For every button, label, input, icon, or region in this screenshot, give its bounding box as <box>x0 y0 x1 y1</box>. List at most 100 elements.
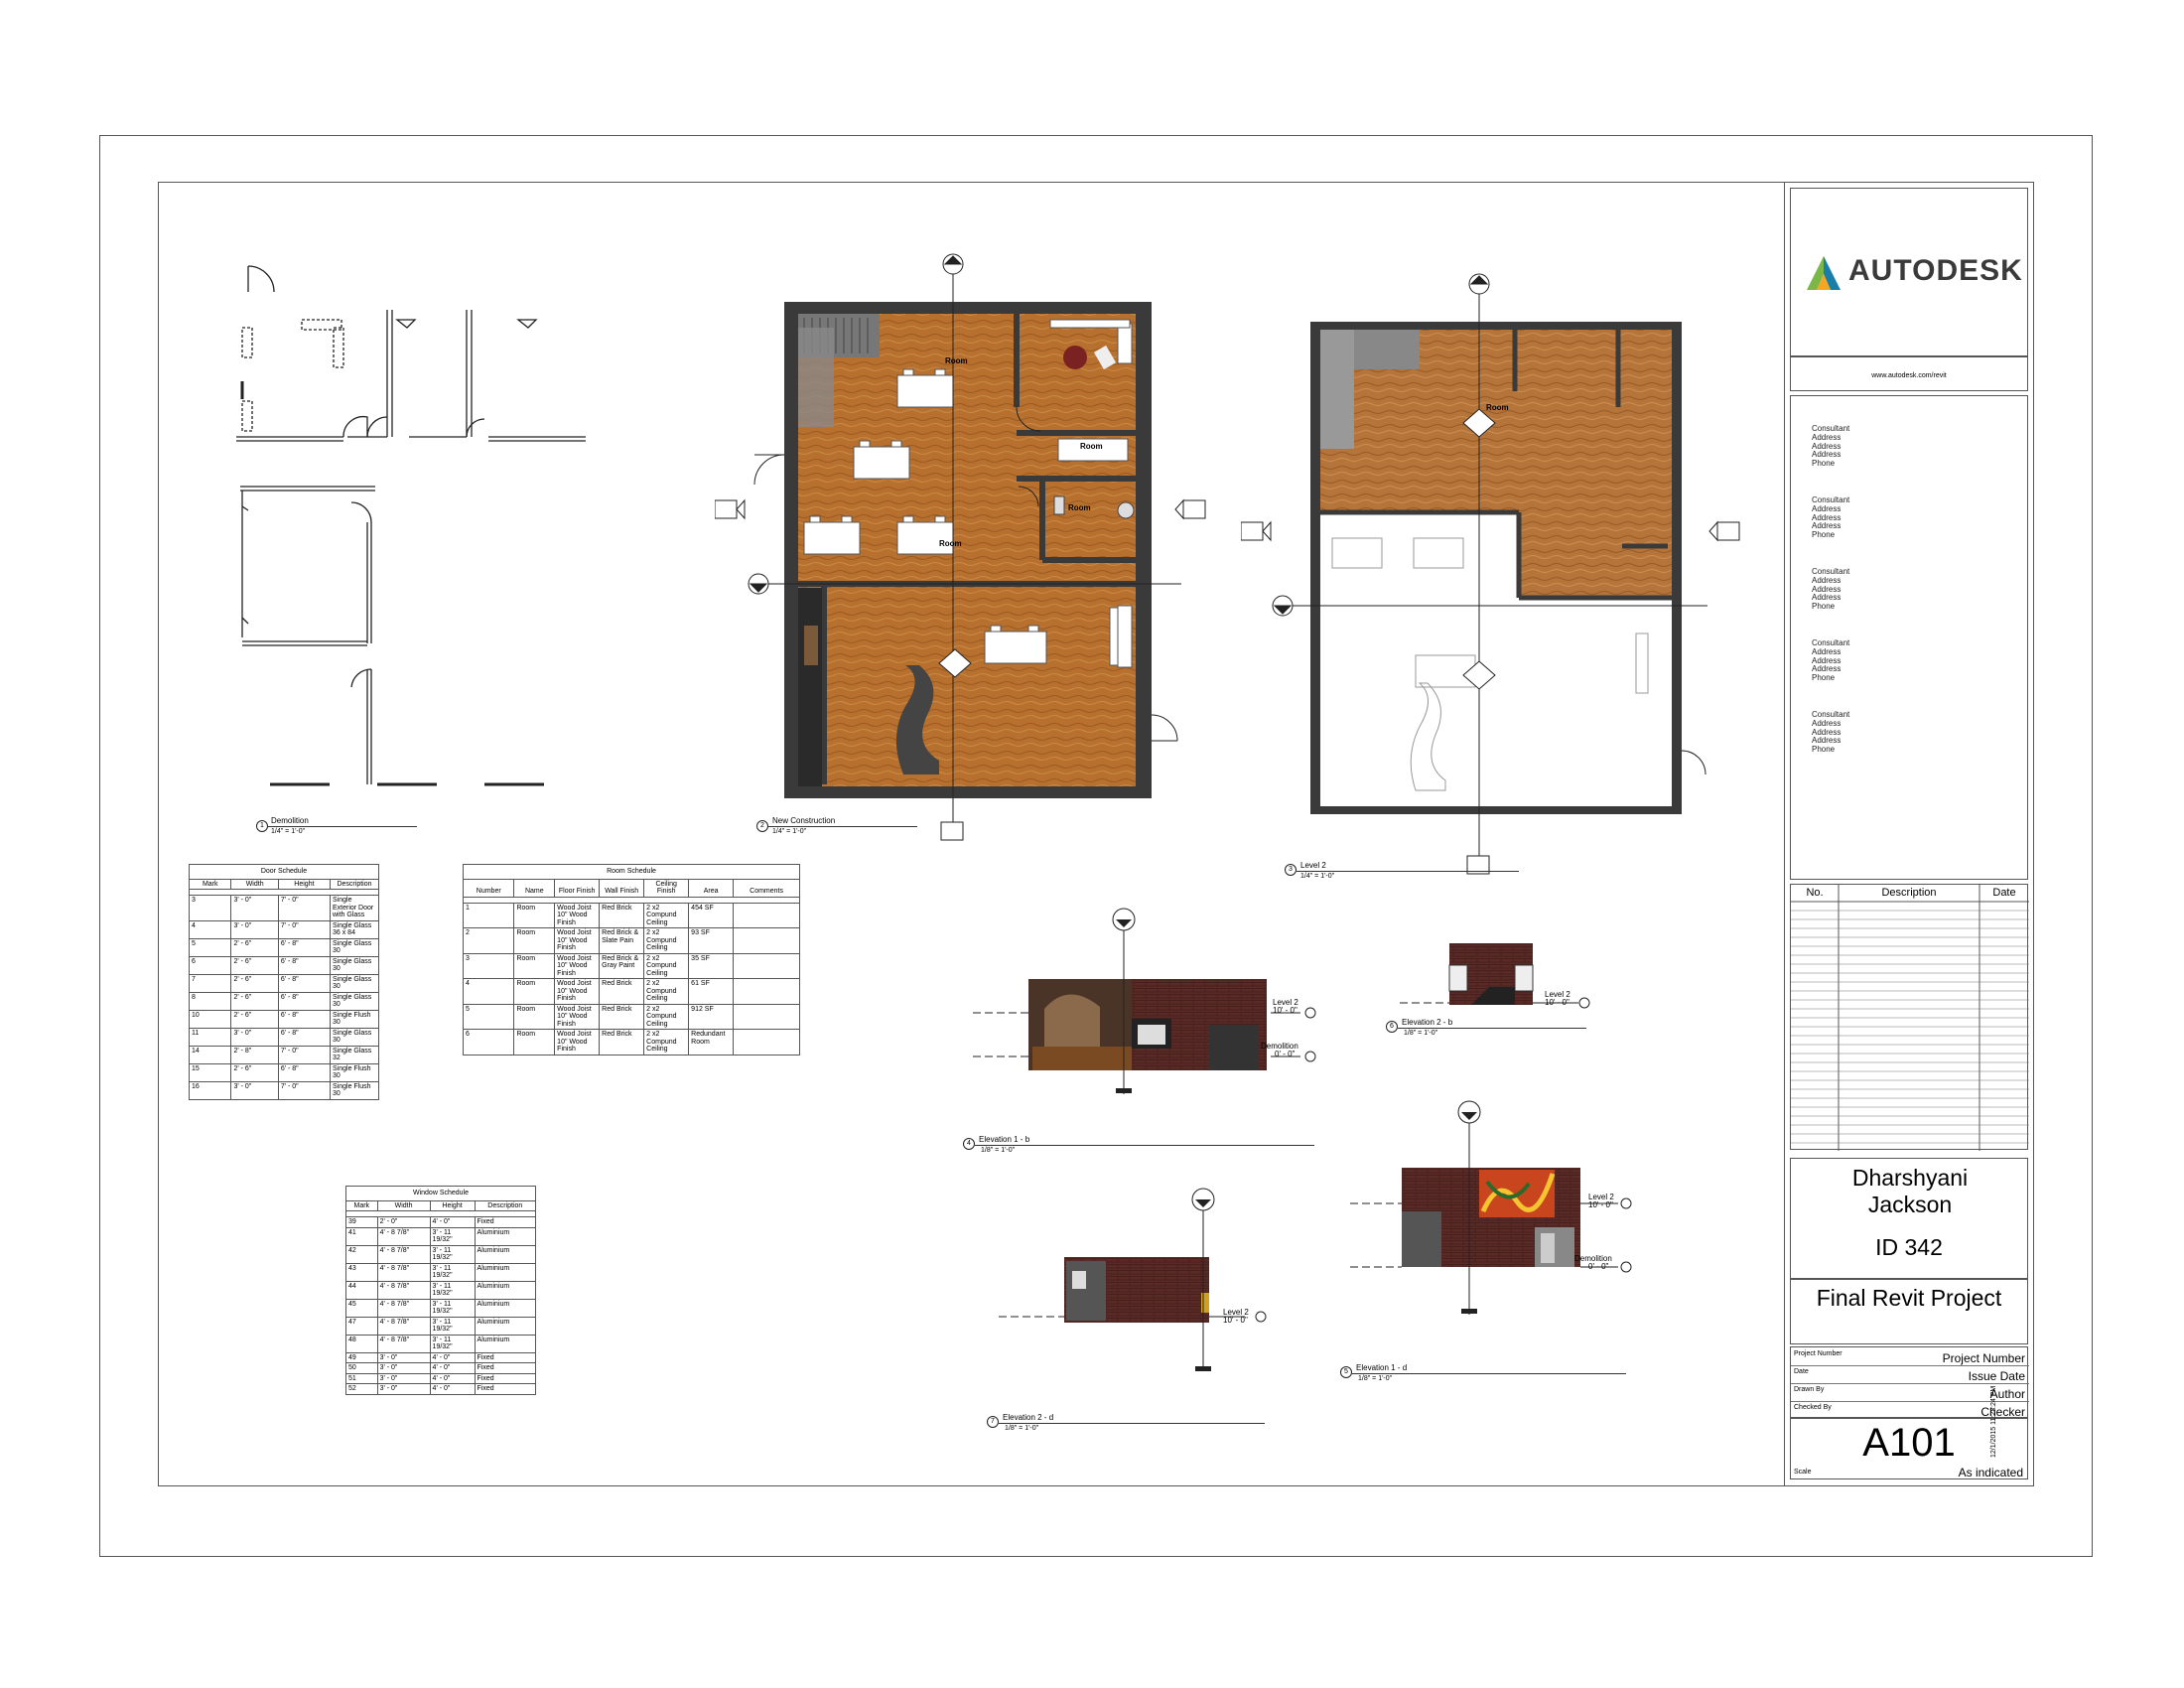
spacer-row <box>463 896 800 904</box>
table-cell: 6' - 8" <box>277 1062 332 1082</box>
spacer-row <box>189 889 379 896</box>
table-cell: Room <box>513 927 556 954</box>
column-header: Height <box>277 878 332 890</box>
table-cell: 3' - 11 19/32" <box>429 1316 476 1336</box>
view-scale: 1/4" = 1'-0" <box>772 828 807 835</box>
consultant-line: Address <box>1812 646 1842 656</box>
field-value: Project Number <box>1942 1351 2025 1365</box>
view-number: 6 <box>1386 1021 1398 1033</box>
company-name: AUTODESK <box>1848 254 2023 287</box>
table-cell: Single Glass 30 <box>330 955 379 975</box>
view-number: 7 <box>987 1416 999 1428</box>
demolition-plan <box>236 265 586 786</box>
view-number: 2 <box>756 820 768 832</box>
view-title-underline <box>1297 871 1519 872</box>
table-cell: 11 <box>188 1027 232 1047</box>
view-title: Demolition <box>271 816 309 825</box>
consultant-block: Consultant Address Address Address Phone <box>1812 638 1849 683</box>
level-2-elevation-value: 10' - 0" <box>1273 1006 1297 1015</box>
table-cell <box>733 927 800 954</box>
field-row: Checked By Checker <box>1791 1401 2029 1419</box>
student-id: ID 342 <box>1875 1234 1943 1260</box>
table-cell: Fixed <box>474 1362 537 1374</box>
consultant-line: Address <box>1812 664 1842 674</box>
door-schedule: Door Schedule Mark Width Height Descript… <box>188 864 379 1100</box>
table-cell: Fixed <box>474 1351 537 1363</box>
column-header: Comments <box>733 878 800 898</box>
table-cell: Wood Joist 10" Wood Finish <box>554 902 601 928</box>
table-cell: Single Glass 30 <box>330 1027 379 1047</box>
demolition-level-value: 0' - 0" <box>1275 1050 1296 1058</box>
table-cell: 4' - 8 7/8" <box>376 1226 431 1246</box>
column-header: Width <box>376 1199 431 1211</box>
table-cell: 4 <box>188 919 232 939</box>
room-schedule: Room Schedule Number Name Floor Finish W… <box>462 864 800 1055</box>
demolition-level-marker: Demolition <box>1574 1254 1612 1263</box>
column-header: Height <box>429 1199 476 1211</box>
view-scale: 1/4" = 1'-0" <box>271 828 306 835</box>
consultant-line: Address <box>1812 736 1842 746</box>
view-title-underline <box>268 826 417 827</box>
consultant-line: Address <box>1812 512 1842 522</box>
table-cell: 7 <box>188 973 232 993</box>
field-label: Drawn By <box>1794 1386 1825 1393</box>
consultant-name: Consultant <box>1812 567 1850 576</box>
table-cell: Red Brick <box>599 1029 645 1055</box>
consultant-line: Phone <box>1812 530 1836 540</box>
table-cell: 6' - 8" <box>277 937 332 957</box>
table-cell: 8 <box>188 991 232 1011</box>
consultant-line: Address <box>1812 593 1842 603</box>
sheet-inner-border <box>158 182 2034 1486</box>
room-tag: Room <box>939 539 962 548</box>
level-2-elevation-value: 10' - 0" <box>1223 1316 1248 1325</box>
table-cell: Red Brick <box>599 1003 645 1030</box>
table-cell: Aluminium <box>474 1226 537 1246</box>
table-cell: 50 <box>345 1362 378 1374</box>
field-row: Drawn By Author <box>1791 1383 2029 1402</box>
table-cell <box>733 978 800 1005</box>
table-cell <box>733 902 800 928</box>
table-cell: Single Flush 30 <box>330 1009 379 1029</box>
field-value: Author <box>1989 1387 2025 1401</box>
table-cell: 51 <box>345 1372 378 1384</box>
table-cell: 2' - 6" <box>230 937 279 957</box>
table-cell: 3' - 0" <box>230 895 279 921</box>
sheet-number-box: A101 Scale As indicated <box>1790 1418 2028 1479</box>
table-cell: 2 <box>462 927 515 954</box>
table-cell: 2' - 6" <box>230 973 279 993</box>
revision-date-header: Date <box>1992 887 2016 899</box>
table-cell: 2' - 0" <box>376 1216 431 1228</box>
column-header: Ceiling Finish <box>643 878 690 898</box>
view-title-underline <box>1352 1373 1626 1374</box>
level-2-marker: Level 2 <box>1588 1193 1614 1201</box>
demolition-level-value: 0' - 0" <box>1588 1262 1609 1271</box>
view-number: 3 <box>1285 864 1297 876</box>
elevation-2-b <box>1400 943 1590 1009</box>
table-cell: 454 SF <box>688 902 735 928</box>
scale-label: Scale <box>1794 1469 1812 1476</box>
consultant-line: Phone <box>1812 602 1836 612</box>
table-cell: Wood Joist 10" Wood Finish <box>554 952 601 979</box>
table-cell: 16 <box>188 1080 232 1100</box>
field-row: Date Issue Date <box>1791 1365 2029 1384</box>
scale-value: As indicated <box>1958 1466 2023 1479</box>
table-cell: 2' - 6" <box>230 955 279 975</box>
table-cell: 10 <box>188 1009 232 1029</box>
column-header: Area <box>688 878 735 898</box>
table-cell <box>733 952 800 979</box>
table-cell: 4' - 8 7/8" <box>376 1334 431 1353</box>
consultant-name: Consultant <box>1812 424 1850 433</box>
table-cell: 4' - 0" <box>429 1372 476 1384</box>
new-construction-plan <box>715 253 1206 841</box>
table-cell: Room <box>513 1029 556 1055</box>
table-cell: 6' - 8" <box>277 1009 332 1029</box>
table-cell: Single Glass 30 <box>330 991 379 1011</box>
